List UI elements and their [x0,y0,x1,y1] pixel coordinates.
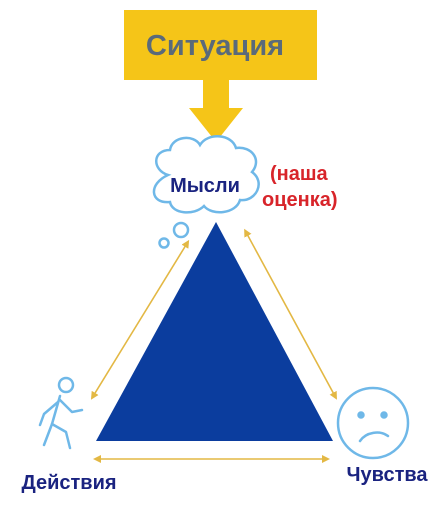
walking-person-icon [38,376,84,450]
thoughts-note-line2: оценка) [262,189,338,211]
thoughts-label: Мысли [170,175,240,197]
feelings-label: Чувства [346,464,428,486]
situation-down-arrow [189,80,243,142]
situation-box [124,10,317,80]
sad-face-icon [336,386,410,460]
actions-label: Действия [21,472,116,494]
central-triangle [96,222,333,441]
thoughts-note-line1: (наша [270,163,329,185]
situation-label: Ситуация [146,30,284,62]
connector-thoughts-feelings [244,228,337,400]
connector-thoughts-actions [90,239,190,400]
